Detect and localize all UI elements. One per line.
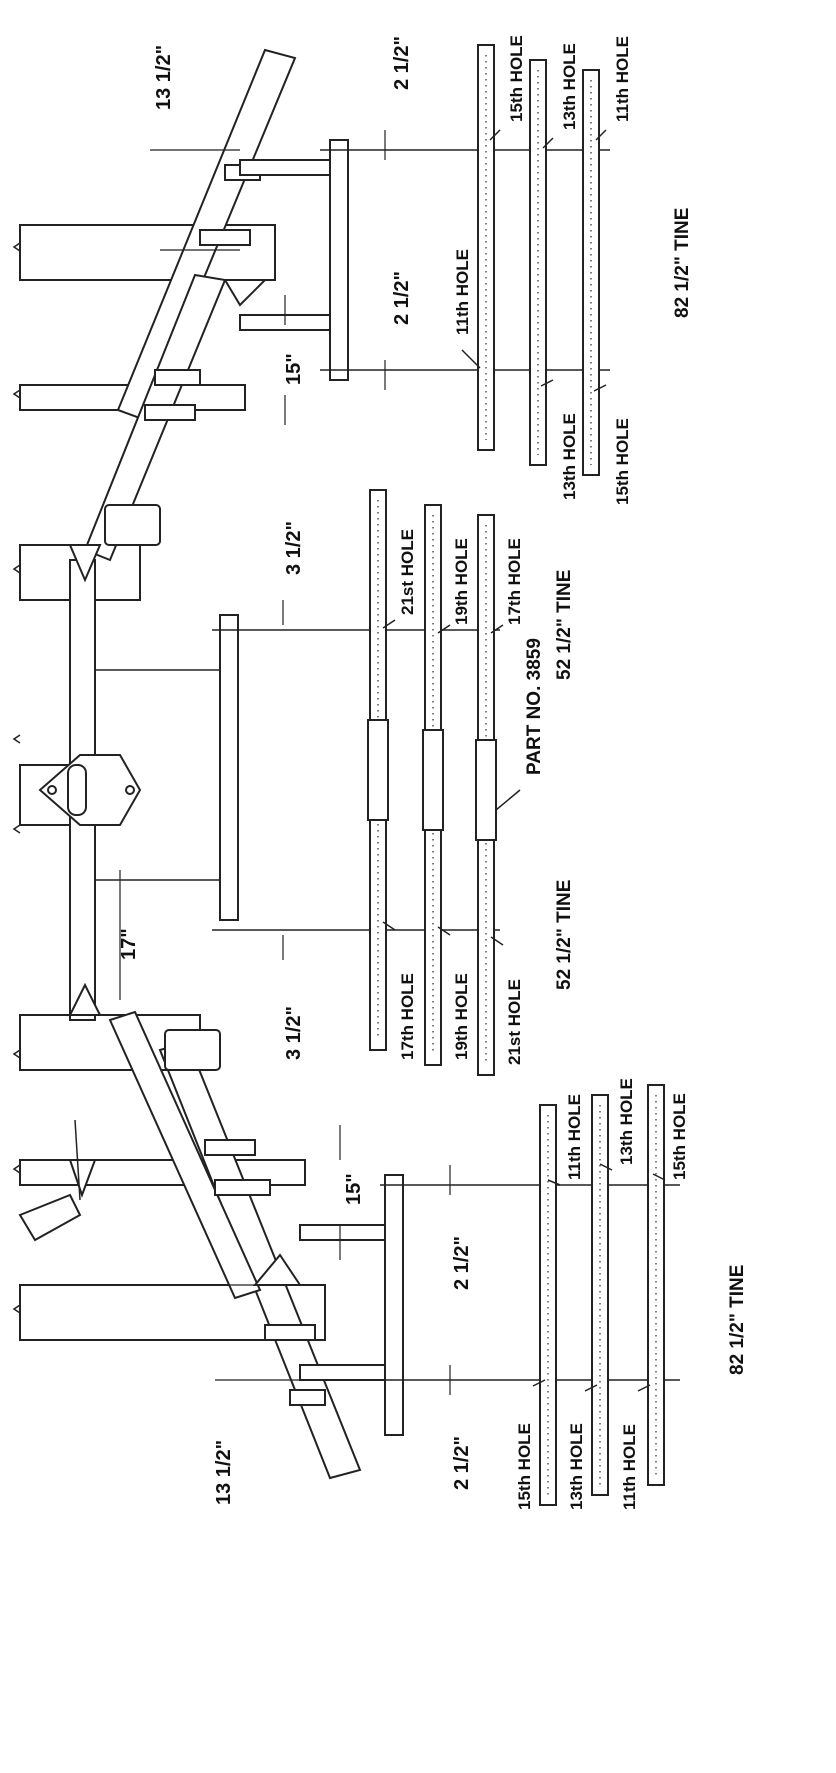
label-part-no: PART NO. 3859 (524, 638, 545, 775)
bottom-tines (539, 1084, 665, 1506)
gusset-3 (68, 982, 102, 1016)
dim-bot-2-half-a: 2 1/2" (451, 1236, 473, 1290)
label-bot-tine: 82 1/2" TINE (727, 1265, 748, 1375)
center-hitch-plate (38, 754, 142, 826)
dim-bot-13-half: 13 1/2" (213, 1440, 235, 1505)
label-bot-15th-hole: 15th HOLE (670, 1093, 689, 1180)
label-top-tine: 82 1/2" TINE (672, 208, 693, 318)
labels: 13 1/2" 2 1/2" 2 1/2" 15" 15th HOLE 13th… (118, 35, 748, 1510)
label-top-15th-hole-bottom: 15th HOLE (613, 418, 632, 505)
top-mount-bracket-2 (239, 159, 331, 176)
dim-mid-17: 17" (118, 928, 140, 960)
bottom-tool-bar (384, 1174, 404, 1436)
dim-top-2-half-a: 2 1/2" (391, 36, 413, 90)
label-top-11th-hole: 11th HOLE (613, 36, 632, 122)
top-tool-bar (329, 139, 349, 381)
leader-lines (382, 129, 666, 1392)
label-mid-tine-bottom: 52 1/2" TINE (554, 880, 575, 990)
hinge-top (104, 504, 161, 546)
label-mid-21st-hole-b: 21st HOLE (505, 979, 524, 1065)
label-bot-11th-hole-b: 11th HOLE (620, 1424, 639, 1510)
bottom-mount-bracket-2 (299, 1364, 386, 1381)
dim-bot-2-half-b: 2 1/2" (451, 1436, 473, 1490)
label-bot-11th-hole: 11th HOLE (565, 1094, 584, 1180)
label-top-11th-hole-left: 11th HOLE (453, 249, 472, 335)
gusset-1 (223, 279, 268, 307)
gusset-5 (68, 1159, 97, 1198)
label-bot-15th-hole-b: 15th HOLE (515, 1423, 534, 1510)
dim-top-2-half-b: 2 1/2" (391, 271, 413, 325)
dim-bot-15: 15" (343, 1173, 365, 1205)
top-wing-tine-assembly (150, 44, 610, 476)
label-bot-13th-hole: 13th HOLE (617, 1078, 636, 1165)
label-mid-17th-hole-b: 17th HOLE (398, 973, 417, 1060)
hinge-bottom (164, 1029, 221, 1071)
label-mid-17th-hole: 17th HOLE (505, 538, 524, 625)
break-marks (12, 242, 21, 1314)
middle-tool-bar (219, 614, 239, 921)
bottom-wing-diagonal-1 (158, 1040, 362, 1480)
dim-top-15: 15" (283, 353, 305, 385)
bottom-mount-bracket-1 (299, 1224, 386, 1241)
gusset-2 (68, 544, 102, 583)
middle-tine-assembly (95, 489, 500, 1076)
top-tines (477, 44, 600, 476)
label-top-13th-hole-bottom: 13th HOLE (560, 413, 579, 500)
middle-tines (367, 489, 497, 1076)
label-top-15th-hole: 15th HOLE (507, 35, 526, 122)
bottom-wing-tine-assembly (215, 1084, 680, 1506)
label-mid-tine-top: 52 1/2" TINE (554, 570, 575, 680)
frame-structure (12, 48, 362, 1480)
dim-mid-3-half-top: 3 1/2" (283, 521, 305, 575)
bottom-wing-diagonal-2 (108, 1010, 262, 1300)
label-mid-19th-hole-b: 19th HOLE (452, 973, 471, 1060)
label-mid-21st-hole: 21st HOLE (398, 529, 417, 615)
dim-top-13-half: 13 1/2" (153, 45, 175, 110)
label-top-13th-hole: 13th HOLE (560, 43, 579, 130)
dim-mid-3-half-bottom: 3 1/2" (283, 1006, 305, 1060)
label-mid-19th-hole: 19th HOLE (452, 538, 471, 625)
spring-tooth (18, 1193, 82, 1242)
label-bot-13th-hole-b: 13th HOLE (567, 1423, 586, 1510)
